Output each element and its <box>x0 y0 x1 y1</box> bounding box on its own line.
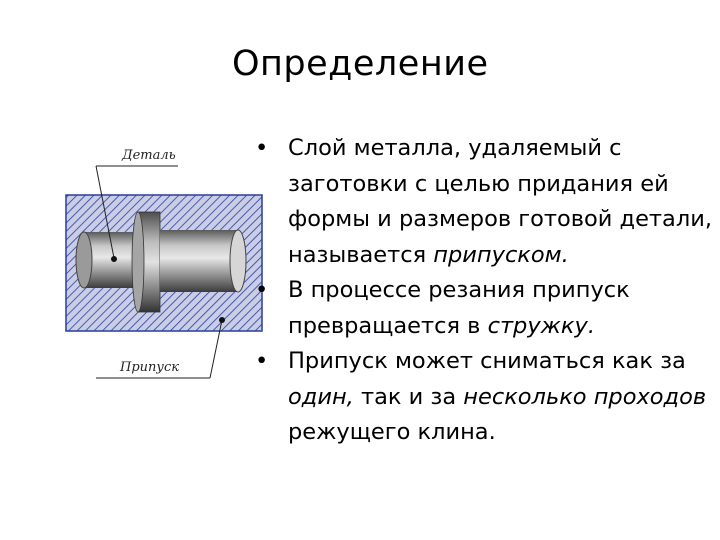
bullet-text: режущего клина. <box>288 419 496 445</box>
bullet-emphasis: несколько проходов <box>463 383 707 410</box>
bullet-text: Припуск может сниматься как за <box>288 348 686 374</box>
bullet-emphasis: припуском. <box>433 241 569 268</box>
bullet-text: В процессе резания припуск превращается … <box>288 277 630 339</box>
definition-bullet-list: • Слой металла, удаляемый с заготовки с ц… <box>255 131 715 451</box>
bullet-emphasis: стружку. <box>487 312 595 339</box>
bullet-marker: • <box>255 277 269 303</box>
bullet-item: • Слой металла, удаляемый с заготовки с ц… <box>255 131 715 273</box>
bullet-marker: • <box>255 135 269 161</box>
part-label: Деталь <box>122 148 176 163</box>
bullet-emphasis: один, <box>288 383 354 410</box>
allowance-label: Припуск <box>120 360 179 375</box>
allowance-leader-line <box>209 319 223 379</box>
bullet-marker: • <box>255 348 269 374</box>
part-shaft <box>75 211 247 313</box>
bullet-item: • Припуск может сниматься как за один, та… <box>255 344 715 451</box>
part-leader-line <box>95 165 115 259</box>
allowance-leader-dot <box>219 317 225 323</box>
bullet-item: • В процессе резания припуск превращается… <box>255 273 715 344</box>
slide-title: Определение <box>232 44 489 84</box>
bullet-text: Слой металла, удаляемый с заготовки с це… <box>288 135 712 268</box>
part-leader-dot <box>111 256 117 262</box>
bullet-text: так и за <box>353 383 464 410</box>
